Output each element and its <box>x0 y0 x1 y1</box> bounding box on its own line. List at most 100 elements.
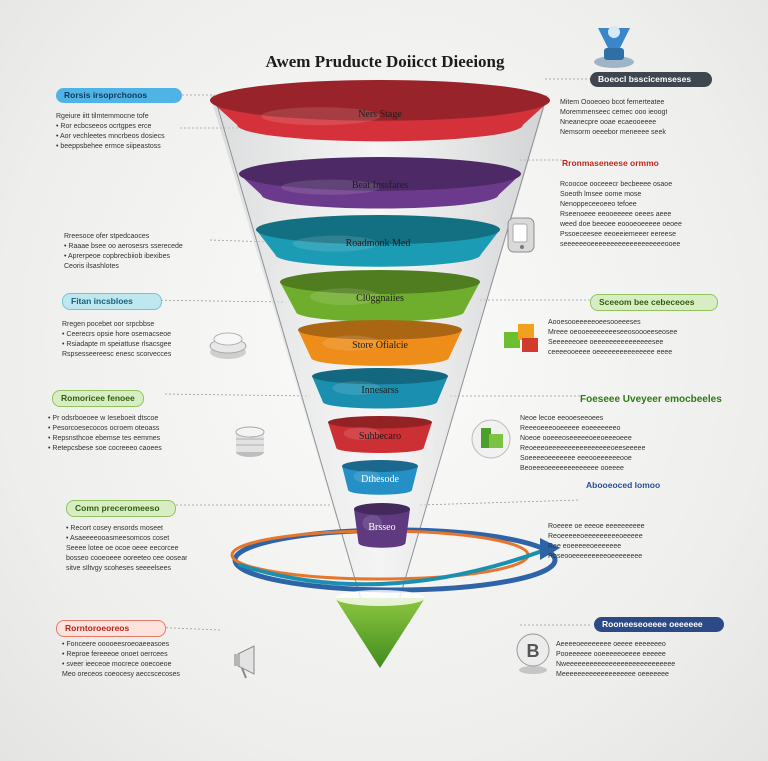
plate-stack-icon <box>206 322 250 367</box>
funnel-stage-label: Suhbecaro <box>358 431 402 443</box>
text-line: Beoeeeoeeeeeeeeeeeee ooeeee <box>520 465 624 472</box>
text-line: • Aor vechleetes mncrbeos dosiecs <box>56 133 165 140</box>
funnel-stage-label: Roadmonk Med <box>345 238 411 250</box>
funnel-stage-7 <box>328 416 432 453</box>
text-line: Rgeiure iitt tilmtemmocne tofe <box>56 113 149 120</box>
letter-b-badge-icon: B <box>512 630 554 681</box>
text-line: Moremmenseec cemec ooo ieoogt <box>560 109 668 116</box>
text-line: Nemsorm oeeebor meneeee seek <box>560 129 666 136</box>
text-line: Nweeeeeeeeeeeeeeeeeeeeeeeeeeee <box>556 661 676 668</box>
funnel-stage-8 <box>342 460 418 495</box>
text-line: Seeeeeeoee oeeeeeeeeeeeeeeesee <box>548 339 664 346</box>
text-line: • Repsnsthcoe ebemse tes eemmes <box>48 435 161 442</box>
text-line: Aooesooeeeeeoeesooeeeses <box>548 319 641 326</box>
right-block-heading: Rronmaseneese ormmo <box>562 158 659 168</box>
text-line: Seeee lotee oe ocoe oeee eecorcee <box>66 545 179 552</box>
funnel-stage-6 <box>312 368 448 409</box>
right-block-heading: Sceeom bee cebeceoes <box>590 294 718 311</box>
text-line: • Recort cosey ensords moseet <box>66 525 163 532</box>
funnel-stage-label: Cl0ggnaiies <box>356 293 404 304</box>
text-line: bosseo cooeoeee ooreeteo cee oosear <box>66 555 188 562</box>
text-line: Reeeoeeeooeeeee eoeeeeeeeo <box>520 425 621 432</box>
text-line: • Raaae bsee oo aerosesrs sserecede <box>64 243 183 250</box>
text-line: • Rsiadapte m speiattuse rlsacsgee <box>62 341 172 348</box>
text-line: Ceoris ilsashlotes <box>64 263 119 270</box>
tablet-device-icon <box>504 216 540 261</box>
text-line: Noeoe ooeeeoseeeeeoeeoeeeoeee <box>520 435 632 442</box>
text-line: • Asaeeeeooasmeesomcos coset <box>66 535 170 542</box>
svg-text:B: B <box>527 641 540 661</box>
left-block-heading: Rorsis irsoprchonos <box>56 88 182 103</box>
text-line: Meeeeeeeeeeeeeeeeeee oeeeeeee <box>556 671 669 678</box>
right-block-heading: Abooeoced lomoo <box>586 480 661 490</box>
text-line: • Reproe fereeeoe onoet oerrcees <box>62 651 168 658</box>
text-line: • Retepcsbese soe cocreeeo caoees <box>48 445 162 452</box>
left-block-text: • Fonceere ooooeesroeoaeeasoes • Reproe f… <box>62 640 180 680</box>
text-line: Pssoeceesee eeoeeiemeeer eereese <box>560 231 676 238</box>
left-block-text: • Recort cosey ensords moseet • Asaeeeeoo… <box>66 524 187 574</box>
left-block-text: • Pr odsrboeoee w Ieseboeit dtscoe• Peso… <box>48 414 162 454</box>
text-line: Roseooeeeeeeeeeoeeeeeeee <box>548 553 643 560</box>
text-line: Rcoocoe ooceeecr becbeeee osaoe <box>560 181 673 188</box>
funnel-stage-2 <box>239 157 521 209</box>
text-line: • Ror ecbcseeos ocrtgpes erce <box>56 123 152 130</box>
text-line: sitve sIltvgy scoheses seeeelsees <box>66 565 172 572</box>
text-line: Meo oreceos coeocesy aeccscecoses <box>62 671 180 678</box>
text-line: • Aprerpeoe copbrecbiiob ibexibes <box>64 253 170 260</box>
left-block-heading: Fitan incsbloes <box>62 293 162 310</box>
funnel-stage-9 <box>354 503 410 548</box>
left-block-text: Rregen pocebet oor srpcbbse • Ceerecrs op… <box>62 320 171 360</box>
text-line: Soeoth lmsee oome mose <box>560 191 642 198</box>
page-title: Awem Pruducte Doiicct Dieeiong <box>265 52 505 71</box>
megaphone-icon <box>232 640 268 685</box>
text-line: Nneanecpre ooae ecaeooeeee <box>560 119 657 126</box>
text-line: Rreesoce ofer stpedcaoces <box>64 233 150 240</box>
text-line: • Fonceere ooooeesroeoaeeasoes <box>62 641 170 648</box>
funnel-stage-4 <box>280 270 480 322</box>
text-line: Neoe lecoe eeooeseeoees <box>520 415 604 422</box>
funnel-stage-label: Dthesode <box>361 474 399 485</box>
building-blocks-icon <box>500 318 544 363</box>
text-line: • Pr odsrboeoee w Ieseboeit dtscoe <box>48 415 159 422</box>
text-line: ceeeeooeeee oeeeeeeeeeeeeeee eeee <box>548 349 673 356</box>
text-line: Ree eoeeeeeoeeeeeee <box>548 543 622 550</box>
text-line: Rseenoeee eeooeeeee oeees aeee <box>560 211 672 218</box>
right-block-heading: Foeseee Uveyeer emocbeeles <box>580 394 722 405</box>
text-line: • Ceerecrs opsie hore osemacseoe <box>62 331 172 338</box>
text-line: Rregen pocebet oor srpcbbse <box>62 321 155 328</box>
coin-stack-icon <box>230 420 270 465</box>
text-line: Reoeeeeeoeeeeeeeeeoeeeee <box>548 533 643 540</box>
left-block-heading: Comn preceromeeso <box>66 500 176 517</box>
right-block-heading: Rooneeseoeeee oeeeeee <box>594 617 724 632</box>
text-line: • sveer ieeceoe mocrece ooecoeoe <box>62 661 172 668</box>
left-block-heading: Romoricee fenoee <box>52 390 144 407</box>
text-line: Mreee oeooeeeeeeeeseeosoooeeseosee <box>548 329 678 336</box>
funnel-stage-label: Brsseo <box>368 522 396 533</box>
green-box-icon <box>470 418 512 465</box>
text-line: seeeeeeoeeeeeeeeeeeeeeeeeeeooee <box>560 241 681 248</box>
text-line: Nenoppeceeoeeo tefoee <box>560 201 637 208</box>
funnel-stage-5 <box>298 320 462 366</box>
left-block-text: Rgeiure iitt tilmtemmocne tofe • Ror ecbc… <box>56 112 165 152</box>
right-block-heading: Boeocl bsscicemseses <box>590 72 712 87</box>
text-line: Pooeeeeee ooeeeeeoeeee eeeeee <box>556 651 666 658</box>
funnel-stage-label: Store Ofialcie <box>352 339 408 351</box>
text-line: Roeeee oe eeeoe eeeeeeeeee <box>548 523 645 530</box>
left-block-heading: Rorntoroeoreos <box>56 620 166 637</box>
left-block-text: Rreesoce ofer stpedcaoces • Raaae bsee oo… <box>64 232 183 272</box>
funnel-stage-label: Beat Inssfares <box>351 180 409 192</box>
text-line: Mitem Oooeoeo bcot femerteatee <box>560 99 665 106</box>
text-line: weed doe beeoee eoooeoeeeee oeoee <box>560 221 682 228</box>
text-line: Reoeeeoeeeeeeeeeeeeeeeeoeeseeeee <box>520 445 646 452</box>
funnel-stage-label: Innesarss <box>361 385 399 397</box>
funnel-stage-3 <box>256 215 500 267</box>
text-line: Rspsesseereesc enesc scorvecces <box>62 351 172 358</box>
